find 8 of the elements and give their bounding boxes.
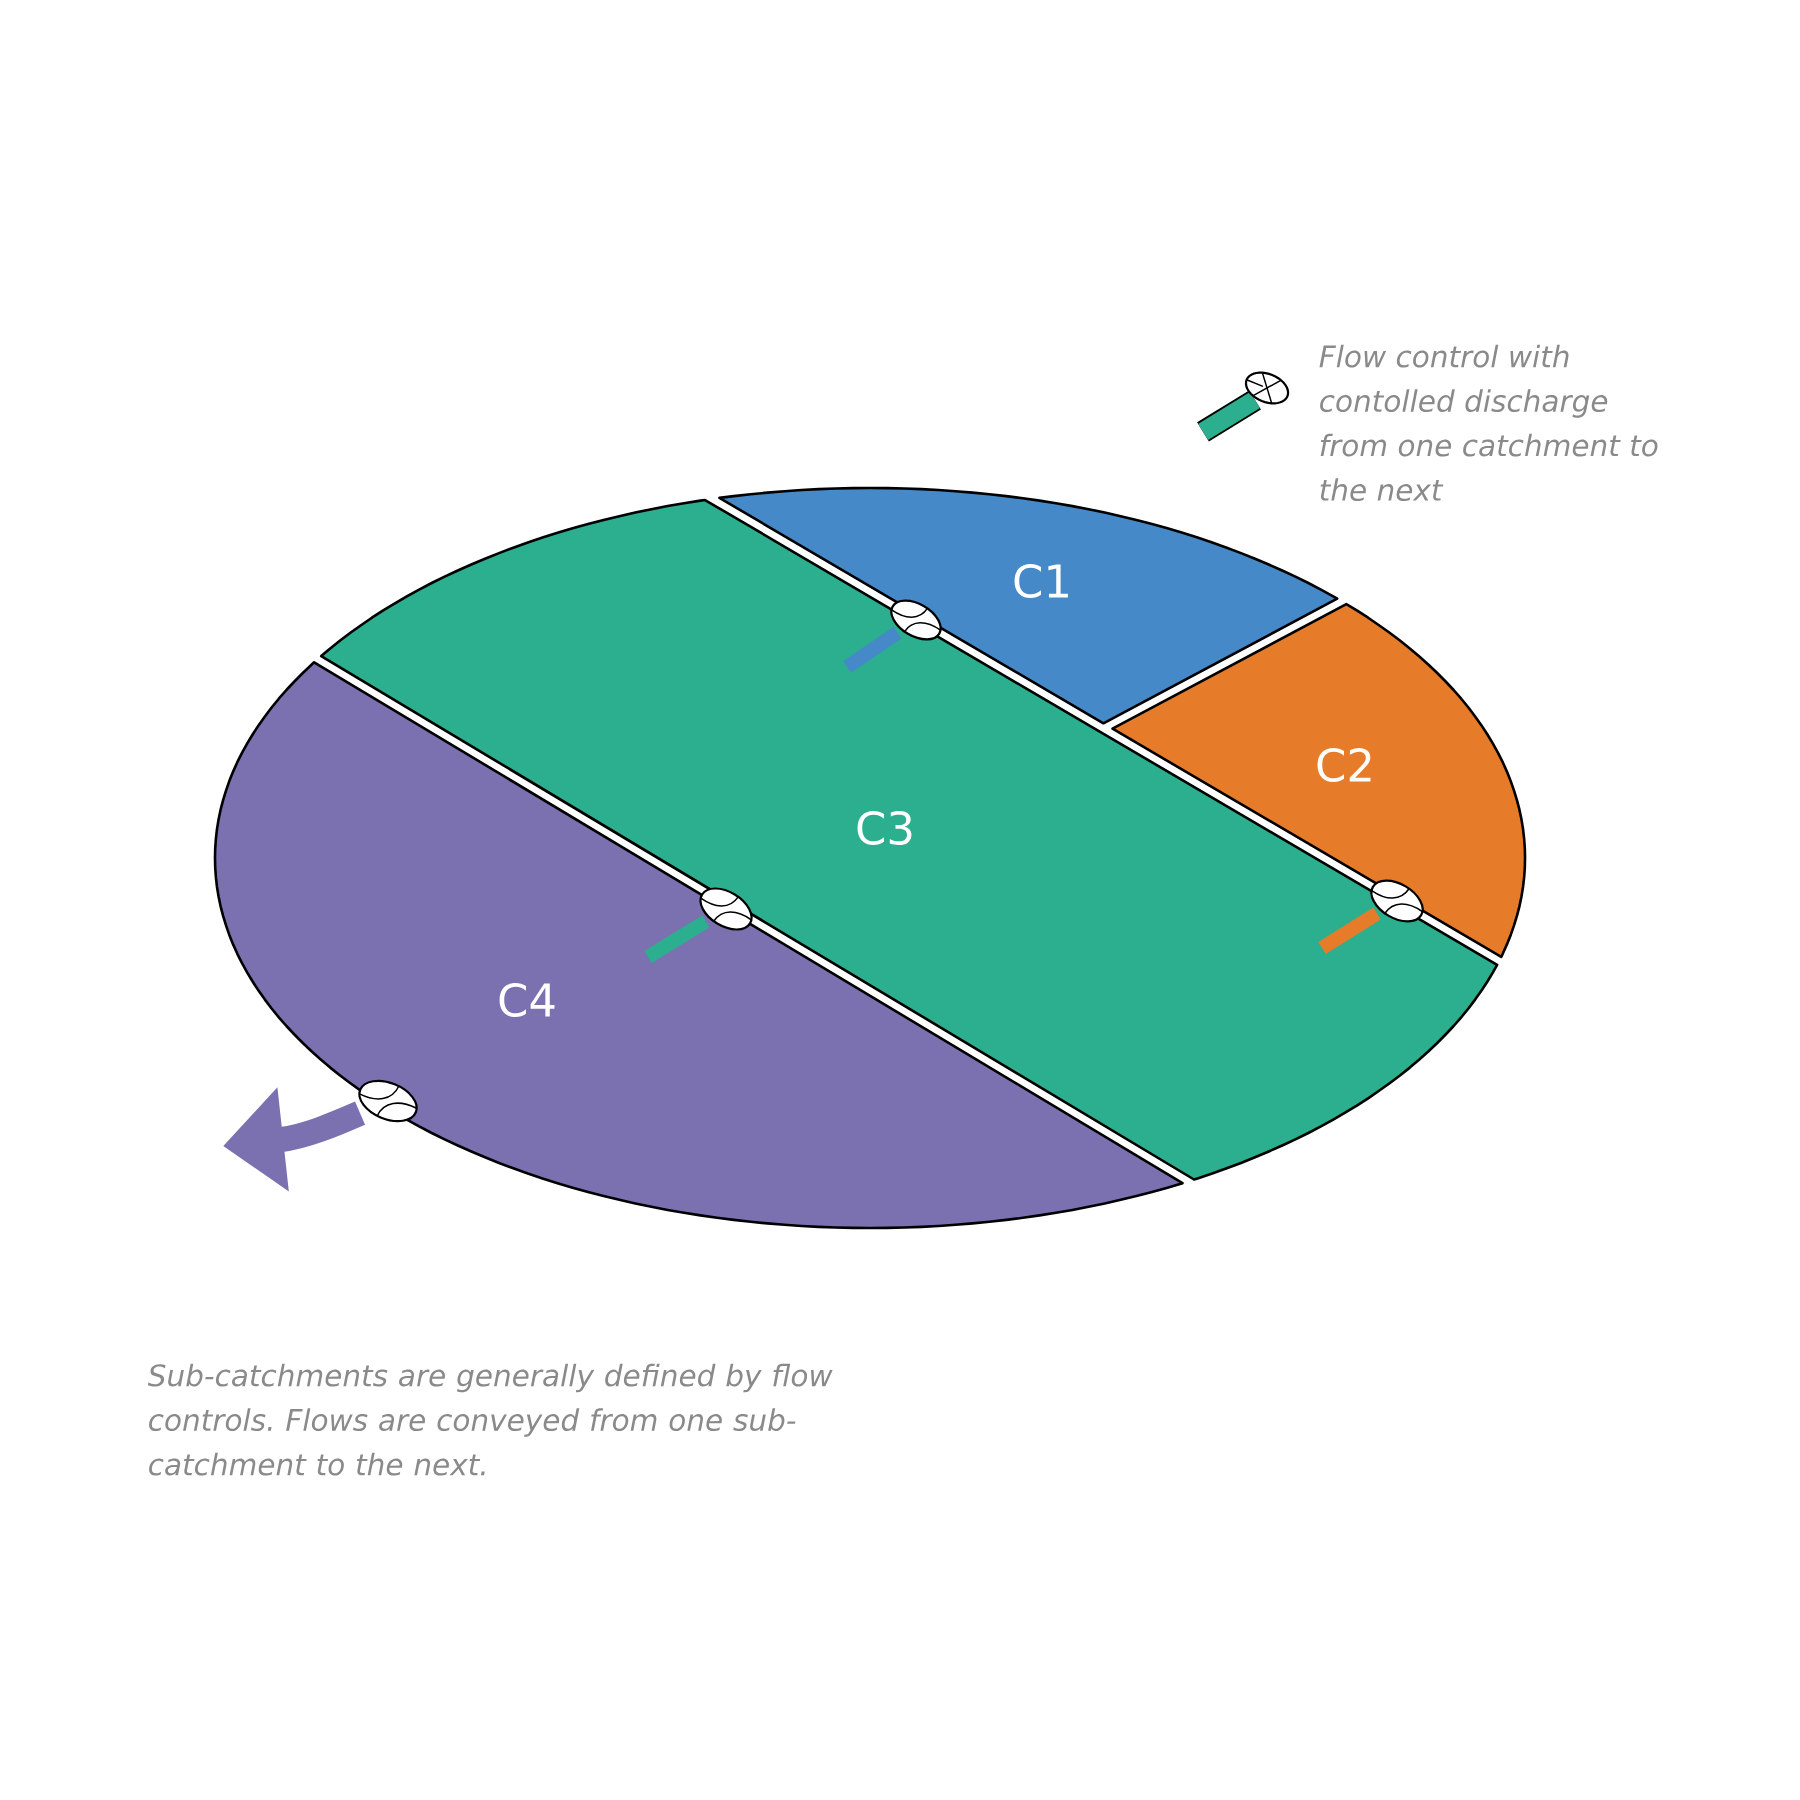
catchment-region: C2 xyxy=(1111,602,1527,959)
valve-icon xyxy=(890,599,942,641)
pipe xyxy=(843,626,902,673)
pipe xyxy=(644,915,710,963)
valve-icon xyxy=(1370,879,1424,923)
caption: Sub-catchments are generally defined by flow controls. Flows are conveyed from one sub-catchment to the next. xyxy=(147,1363,833,1476)
valve-icon xyxy=(699,887,753,931)
pipe xyxy=(1318,907,1381,954)
